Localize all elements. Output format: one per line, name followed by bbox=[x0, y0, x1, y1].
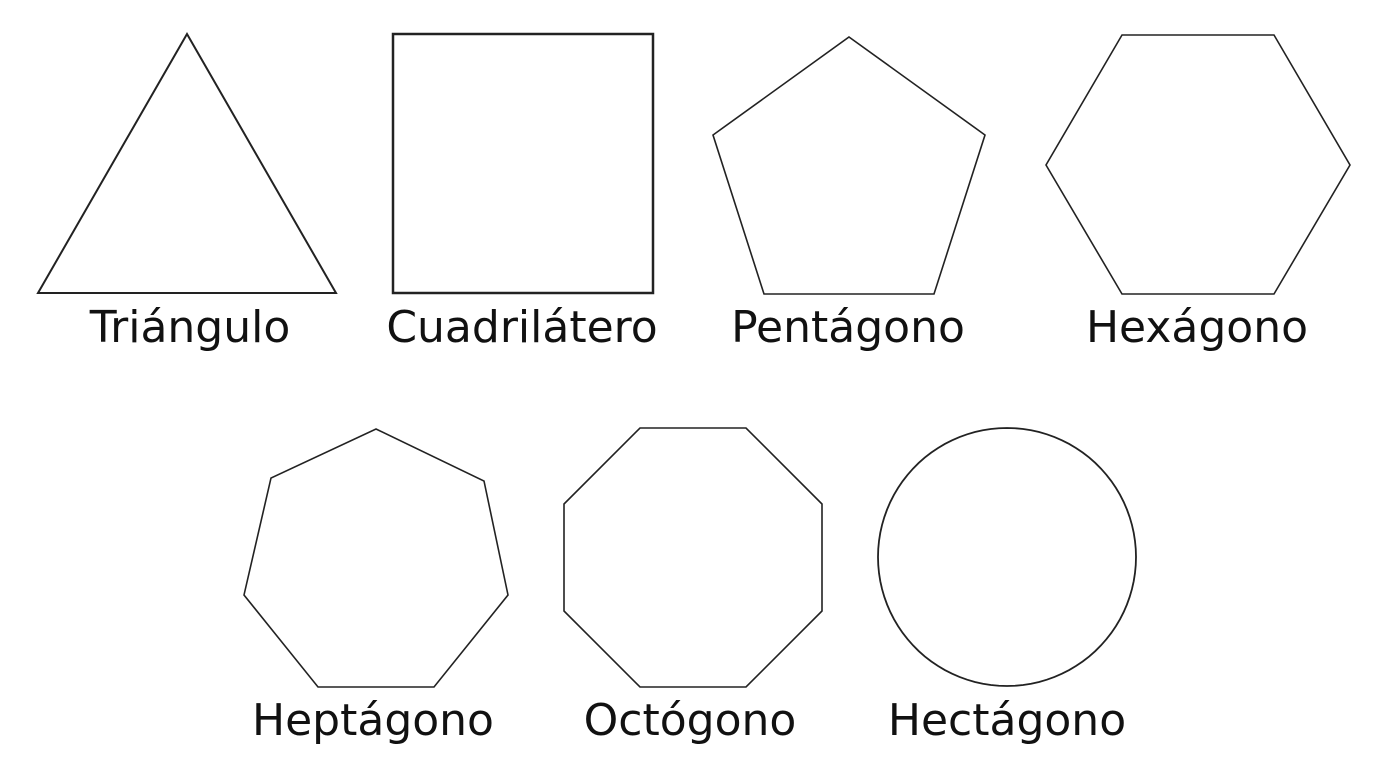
hexagon-shape bbox=[1045, 34, 1351, 295]
octagon-label: Octógono bbox=[584, 695, 797, 746]
shape-group-quadrilateral: Cuadrilátero bbox=[386, 32, 658, 353]
octagon-shape bbox=[563, 427, 823, 688]
shape-group-triangle: Triángulo bbox=[36, 31, 338, 353]
triangle-label: Triángulo bbox=[89, 302, 291, 353]
hexagon-label: Hexágono bbox=[1086, 302, 1308, 353]
shape-group-pentagon: Pentágono bbox=[712, 36, 986, 353]
heptagon-label: Heptágono bbox=[252, 695, 494, 746]
quadrilateral-label: Cuadrilátero bbox=[386, 302, 657, 353]
hectagon-shape bbox=[877, 427, 1137, 687]
shape-group-hexagon: Hexágono bbox=[1045, 34, 1351, 353]
shape-group-octagon: Octógono bbox=[563, 427, 823, 746]
shape-group-hectagon: Hectágono bbox=[877, 427, 1137, 746]
triangle-shape bbox=[36, 31, 338, 294]
quadrilateral-shape bbox=[391, 32, 655, 295]
shape-group-heptagon: Heptágono bbox=[243, 428, 509, 746]
pentagon-label: Pentágono bbox=[731, 302, 965, 353]
heptagon-shape bbox=[243, 428, 509, 688]
hectagon-label: Hectágono bbox=[888, 695, 1126, 746]
pentagon-shape bbox=[712, 36, 986, 295]
